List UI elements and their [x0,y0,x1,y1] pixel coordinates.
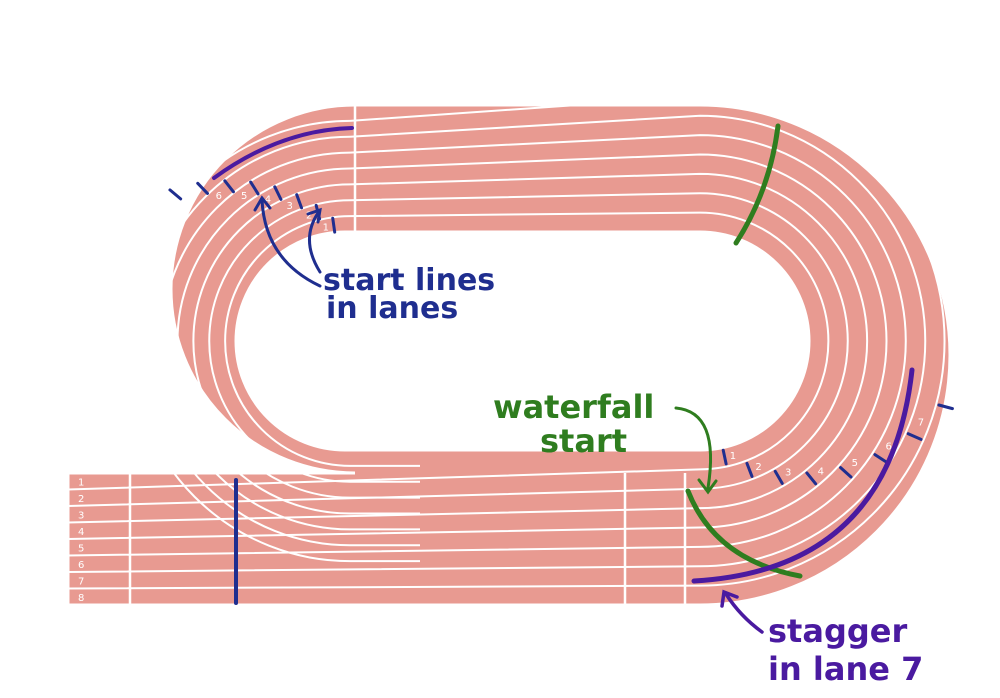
bottom-start-tick [773,469,784,485]
straightaway-lane-number: 6 [78,560,84,571]
lane-line-left-curve [224,215,420,467]
bottom-curve-lane-number: 5 [852,458,858,469]
bottom-curve-lane-number: 8 [947,386,953,397]
lane-line-left-curve [192,183,420,499]
lane-line [67,172,869,524]
stagger-arrow-head [720,589,739,608]
start-lines-arrow-2 [308,211,322,274]
top-start-tick [273,185,283,201]
straightaway-lane-numbers: 1 2 3 4 5 6 7 8 [78,477,84,604]
lane-line-left-curve [144,135,420,547]
stagger-label-line2: in lane 7 [768,650,923,688]
bottom-curve-lane-number: 7 [918,417,924,428]
top-start-tick [168,188,183,201]
top-curve-lane-number: 8 [162,203,168,214]
stagger-lane7-arc [691,367,915,584]
lane-line [67,134,907,557]
straightaway-lane-number: 8 [78,593,84,604]
stagger-arrow [724,592,764,634]
straightaway-lane-number: 4 [78,527,84,538]
start-lines-arrow-1-head [253,195,272,212]
top-curve-lane-number: 1 [323,223,329,234]
lane-line [67,114,927,573]
lane-lines [67,95,946,590]
lane-line-left-curve [176,167,420,515]
top-start-tick [295,193,304,210]
top-curve-lane-number: 5 [241,191,247,202]
bottom-start-tick [873,453,889,464]
top-curve-lane-number: 4 [265,194,271,205]
top-waterfall-line [733,123,781,246]
waterfall-label-line2: start [540,422,627,460]
waterfall-label-line1: waterfall [493,388,654,426]
start-lines-label-line1: start lines [323,263,495,298]
straightaway-markings [128,105,687,605]
waterfall-start-curve [685,488,803,579]
lane-line-left-curve [128,119,420,563]
track-surface [66,103,952,607]
bottom-start-tick [721,448,728,466]
top-start-tick [331,216,337,234]
top-curve-lane-number: 2 [306,211,312,222]
top-start-tick [223,179,235,194]
top-curve-lane-number: 3 [287,201,293,212]
lane-line [67,192,849,507]
waterfall-arrow [674,406,713,490]
straightaway-lane-number: 1 [78,477,84,488]
bottom-start-tick [839,466,853,479]
straightaway-lane-number: 7 [78,576,84,587]
bottom-curve-lane-number: 6 [886,442,892,453]
stagger-label-line1: stagger [768,612,907,650]
straightaway-lane-number: 3 [78,510,84,521]
bottom-curve-lane-number: 3 [785,468,791,479]
start-lines-label-line2: in lanes [326,291,458,326]
bottom-start-tick [805,471,818,486]
lane-line-left-curve [208,199,420,483]
straightaway-lane-number: 5 [78,543,84,554]
straightaway-lane-number: 2 [78,494,84,505]
lane-line [67,95,946,590]
bottom-start-tick [745,461,754,478]
top-curve-lane-number: 7 [189,195,195,206]
top-curve-lane-numbers: 12 3 4 5 6 7 8 [162,191,329,234]
bottom-curve-lane-number: 2 [755,462,761,473]
top-start-tick [249,180,260,196]
bottom-curve-lane-number: 4 [818,466,824,477]
bottom-curve-lane-number: 1 [730,451,736,462]
lane-line [67,153,888,540]
bottom-start-tick [906,432,923,441]
lane-line-left-curve [160,151,420,531]
bottom-curve-lane-numbers: 1 2 3 4 5 6 7 8 [730,386,953,479]
top-stagger-arc [212,126,354,180]
bottom-start-tick [937,403,954,411]
lane-line [67,211,830,491]
bottom-curve-start-ticks [721,403,954,486]
top-start-tick [196,181,209,195]
start-lines-arrow-2-head [306,207,322,224]
top-curve-lane-number: 6 [216,191,222,202]
waterfall-arrow-head [697,478,718,495]
start-lines-arrow-1 [260,198,322,288]
